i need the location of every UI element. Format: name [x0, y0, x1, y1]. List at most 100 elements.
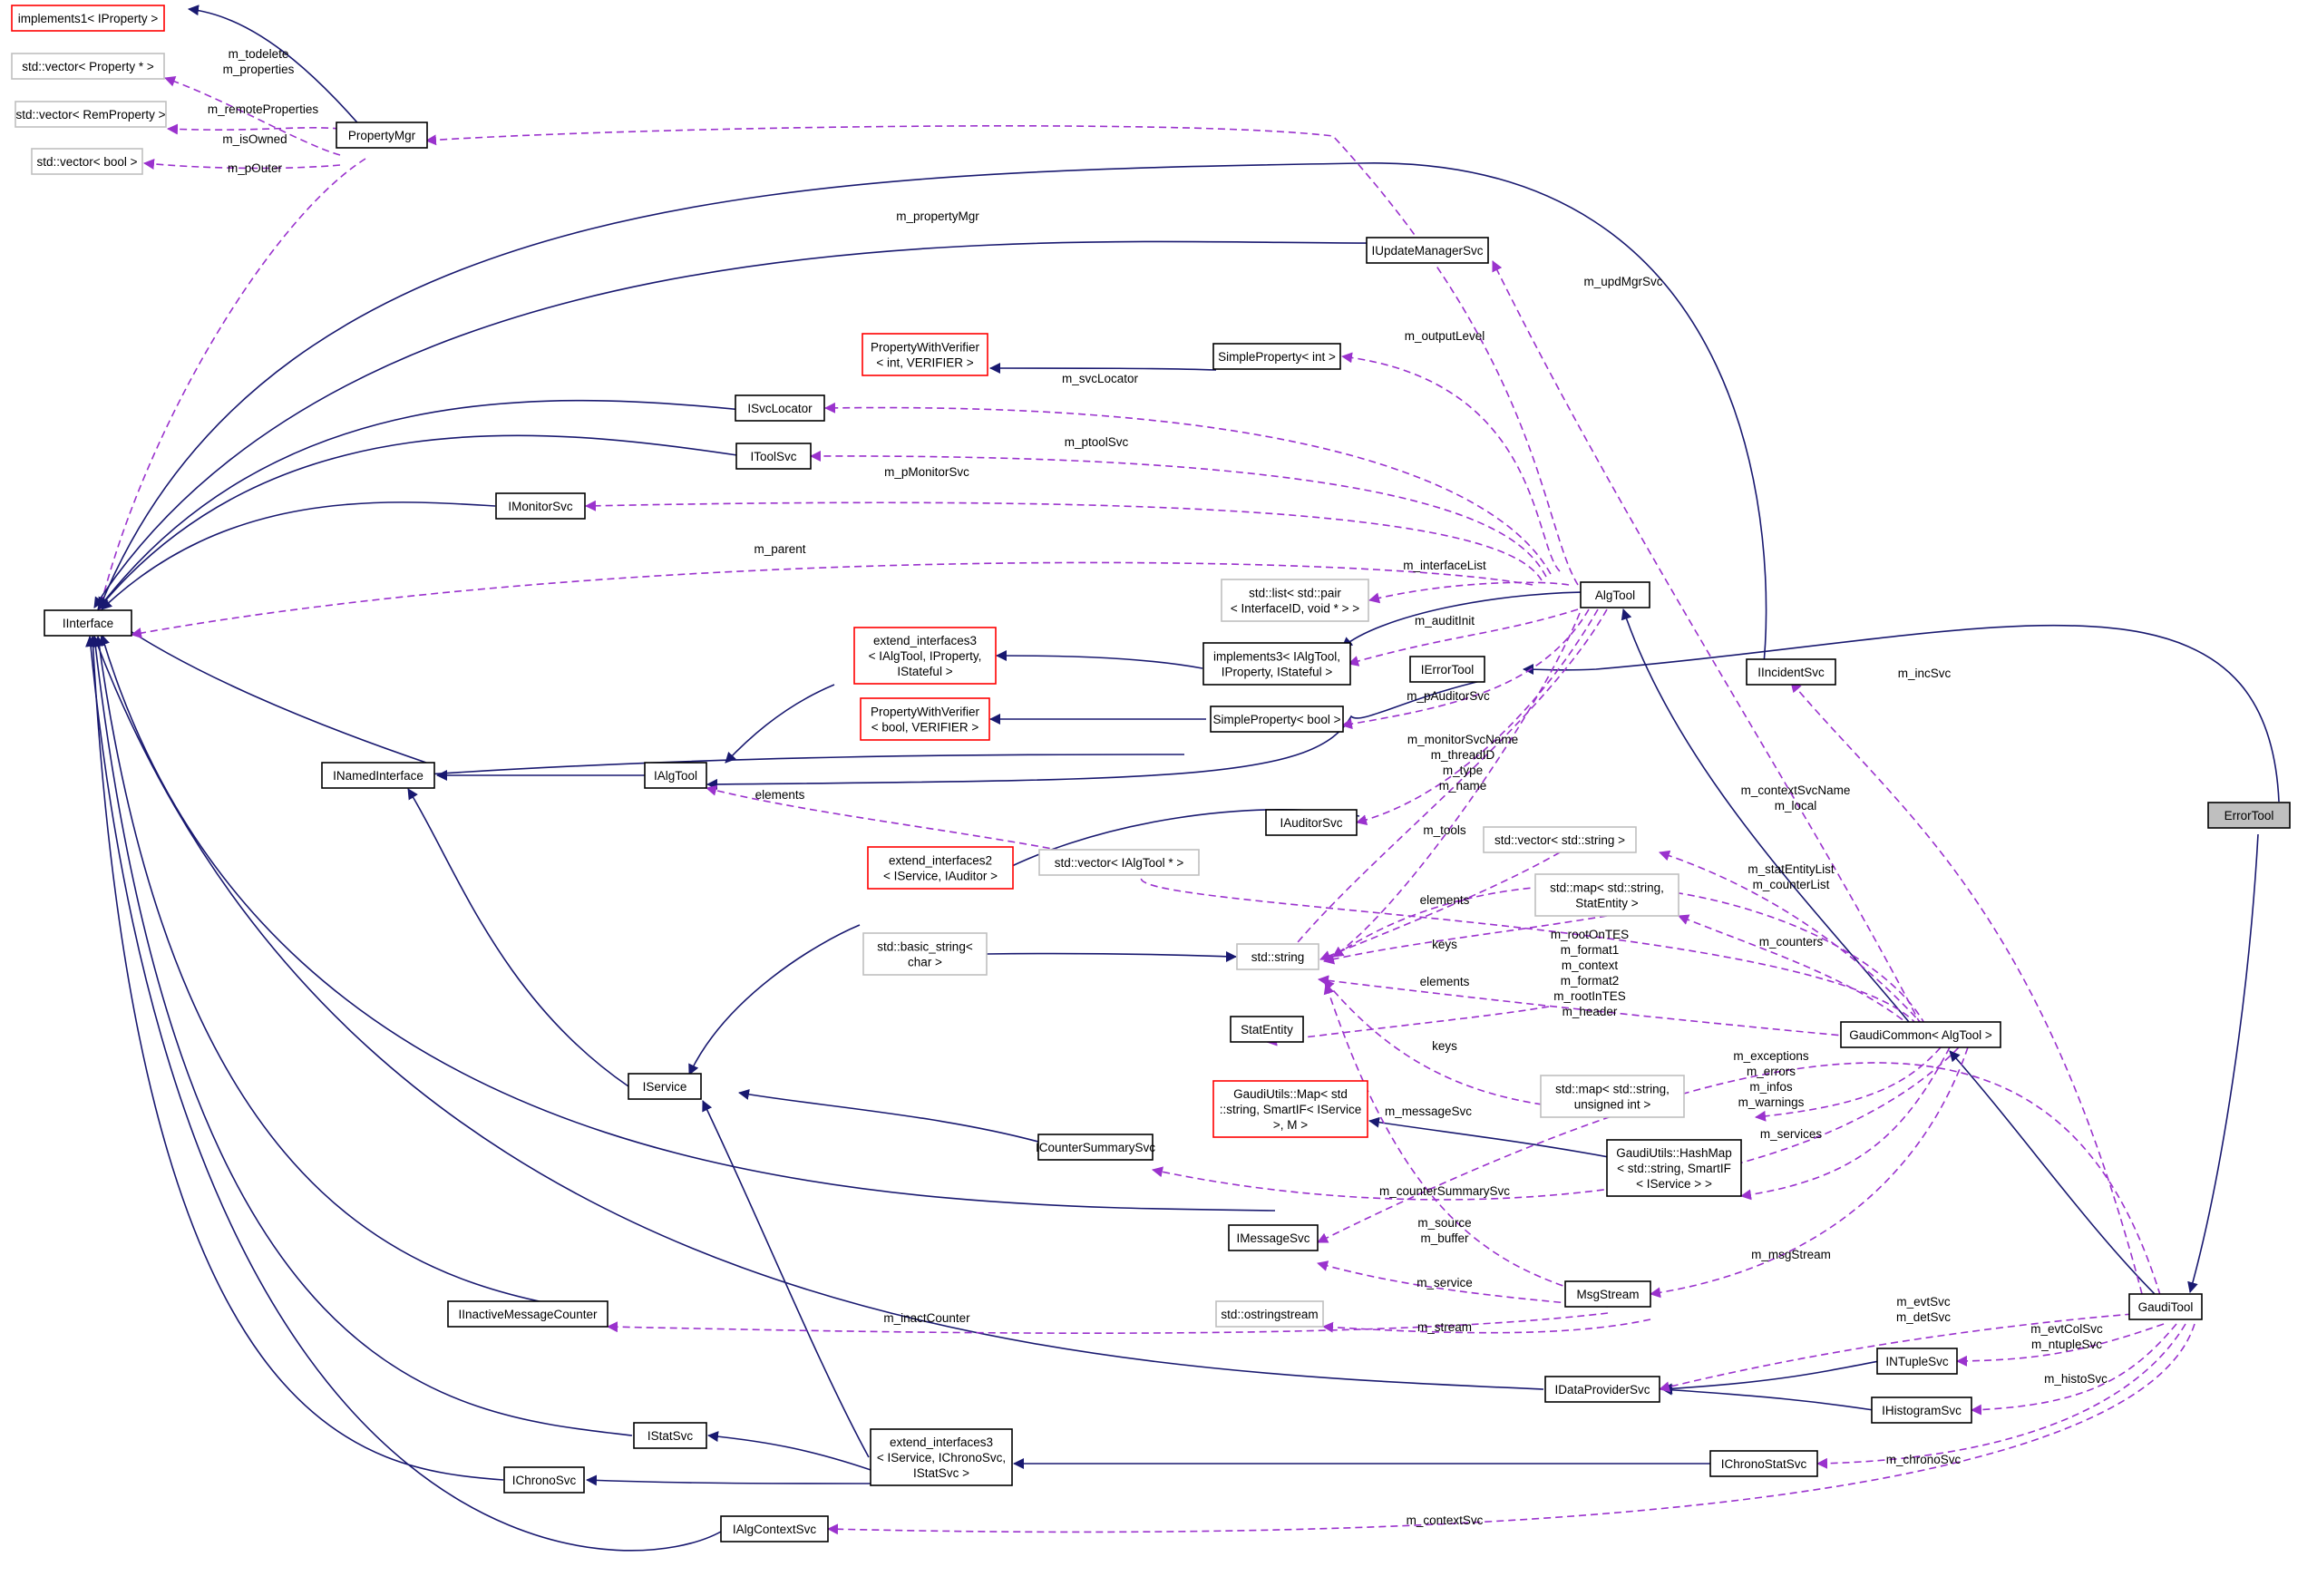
usage-edge — [1790, 681, 2143, 1295]
node-box — [503, 1466, 585, 1494]
node-std-string[interactable]: std::string — [1236, 943, 1319, 970]
inheritance-edge — [1523, 624, 2280, 803]
node-vec-string[interactable]: std::vector< std::string > — [1483, 826, 1637, 853]
node-box — [11, 53, 165, 80]
inheritance-edge — [1661, 1384, 1874, 1411]
node-impl3-ialgtool[interactable]: implements3< IAlgTool,IProperty, IStatef… — [1202, 642, 1351, 686]
edge-label: m_name — [1439, 779, 1487, 793]
usage-edge — [96, 158, 366, 610]
node-box — [1265, 809, 1358, 836]
node-ichronosvc[interactable]: IChronoSvc — [503, 1466, 585, 1494]
edge-label: m_pMonitorSvc — [884, 465, 969, 479]
node-label: < InterfaceID, void * > > — [1231, 602, 1359, 616]
node-box — [2128, 1293, 2203, 1320]
node-label: IInactiveMessageCounter — [458, 1308, 598, 1321]
node-iauditorsvc[interactable]: IAuditorSvc — [1265, 809, 1358, 836]
node-simpleproperty-bool[interactable]: SimpleProperty< bool > — [1210, 706, 1344, 733]
edge-label: m_infos — [1749, 1080, 1793, 1094]
node-ostringstream[interactable]: std::ostringstream — [1215, 1300, 1324, 1328]
node-iinactivemessagecounter[interactable]: IInactiveMessageCounter — [447, 1300, 608, 1328]
node-pwv-int[interactable]: PropertyWithVerifier< int, VERIFIER > — [862, 333, 988, 376]
node-vec-property[interactable]: std::vector< Property * > — [11, 53, 165, 80]
node-basic-string[interactable]: std::basic_string<char > — [862, 932, 988, 976]
node-vec-remproperty[interactable]: std::vector< RemProperty > — [15, 101, 167, 128]
node-propertymgr[interactable]: PropertyMgr — [336, 122, 428, 149]
node-label: ISvcLocator — [747, 402, 813, 415]
inheritance-edge — [707, 1431, 880, 1474]
node-ext-if3-svc[interactable]: extend_interfaces3< IService, IChronoSvc… — [870, 1428, 1013, 1486]
node-ialgcontextsvc[interactable]: IAlgContextSvc — [720, 1515, 829, 1542]
node-label: SimpleProperty< bool > — [1212, 713, 1340, 726]
usage-edge — [1755, 1046, 1942, 1122]
node-algtool[interactable]: AlgTool — [1580, 581, 1650, 608]
edge-label: elements — [1420, 893, 1470, 907]
node-box — [1038, 849, 1200, 876]
node-label: < bool, VERIFIER > — [871, 721, 979, 735]
node-box — [1037, 1134, 1154, 1161]
edge-label: m_properties — [223, 63, 295, 76]
node-vec-ialgtool[interactable]: std::vector< IAlgTool * > — [1038, 849, 1200, 876]
node-ext-if3-algtool[interactable]: extend_interfaces3< IAlgTool, IProperty,… — [853, 627, 997, 685]
node-istatsvc[interactable]: IStatSvc — [633, 1422, 707, 1449]
node-iservice[interactable]: IService — [628, 1073, 702, 1100]
edge-label: m_contextSvc — [1407, 1513, 1484, 1527]
node-icountersummarysvc[interactable]: ICounterSummarySvc — [1036, 1134, 1155, 1161]
inheritance-edge — [986, 950, 1237, 962]
node-list-pair[interactable]: std::list< std::pair< InterfaceID, void … — [1221, 579, 1369, 622]
node-ialgtool[interactable]: IAlgTool — [644, 762, 707, 789]
node-iinterface[interactable]: IInterface — [44, 609, 132, 637]
inheritance-edge — [93, 636, 608, 1315]
node-implements1-iproperty[interactable]: implements1< IProperty > — [11, 5, 165, 32]
node-ext-if2[interactable]: extend_interfaces2< IService, IAuditor > — [867, 846, 1014, 890]
node-ierrortool[interactable]: IErrorTool — [1409, 656, 1485, 683]
node-ihistogramsvc[interactable]: IHistogramSvc — [1871, 1396, 1972, 1424]
node-idataprovidersvc[interactable]: IDataProviderSvc — [1544, 1376, 1660, 1403]
edge-label: m_services — [1760, 1127, 1823, 1141]
node-intuplesvc[interactable]: INTupleSvc — [1876, 1348, 1958, 1375]
node-label: IMessageSvc — [1236, 1231, 1309, 1245]
node-label: IToolSvc — [750, 450, 796, 463]
node-iincidentsvc[interactable]: IIncidentSvc — [1746, 658, 1836, 686]
edge-label: m_ntupleSvc — [2031, 1338, 2102, 1351]
node-errortool[interactable]: ErrorTool — [2207, 802, 2291, 829]
node-box — [1564, 1280, 1651, 1308]
node-itoolsvc[interactable]: IToolSvc — [735, 443, 812, 470]
edge-label: keys — [1432, 1039, 1457, 1053]
node-label: std::map< std::string, — [1555, 1083, 1670, 1096]
node-map-statentity[interactable]: std::map< std::string,StatEntity > — [1534, 873, 1679, 917]
node-imonitorsvc[interactable]: IMonitorSvc — [495, 492, 586, 520]
edge-label: m_remoteProperties — [208, 102, 319, 116]
node-gaudiutils-map[interactable]: GaudiUtils::Map< std::string, SmartIF< I… — [1212, 1080, 1368, 1138]
node-gauditool[interactable]: GaudiTool — [2128, 1293, 2203, 1320]
node-box — [2207, 802, 2291, 829]
node-msgstream[interactable]: MsgStream — [1564, 1280, 1651, 1308]
edge-label: m_source — [1417, 1216, 1471, 1230]
node-label: std::vector< Property * > — [22, 60, 154, 73]
node-label: < IService, IAuditor > — [883, 870, 998, 883]
node-box — [870, 1428, 1013, 1486]
node-hashmap[interactable]: GaudiUtils::HashMap< std::string, SmartI… — [1606, 1139, 1742, 1197]
node-imessagesvc[interactable]: IMessageSvc — [1228, 1224, 1319, 1251]
edge-label: m_format1 — [1561, 943, 1620, 957]
node-ichronostatsvc[interactable]: IChronoStatSvc — [1709, 1450, 1818, 1477]
node-statentity[interactable]: StatEntity — [1230, 1016, 1304, 1043]
node-pwv-bool[interactable]: PropertyWithVerifier< bool, VERIFIER > — [860, 697, 990, 741]
node-isvclocator[interactable]: ISvcLocator — [735, 394, 825, 422]
node-label: StatEntity > — [1575, 897, 1639, 910]
node-box — [720, 1515, 829, 1542]
usage-edge — [1356, 608, 1599, 826]
edge-label: m_context — [1562, 959, 1619, 972]
node-iupdatemanagersvc[interactable]: IUpdateManagerSvc — [1366, 237, 1489, 264]
edge-label: m_rootOnTES — [1551, 928, 1629, 941]
node-gaudicommon[interactable]: GaudiCommon< AlgTool > — [1840, 1021, 2001, 1048]
inheritance-edge — [98, 162, 1767, 673]
node-map-unsigned[interactable]: std::map< std::string,unsigned int > — [1540, 1075, 1685, 1118]
node-label: IChronoStatSvc — [1721, 1457, 1807, 1471]
node-inamedinterface[interactable]: INamedInterface — [321, 762, 435, 789]
node-label: < int, VERIFIER > — [876, 356, 973, 370]
edge-label: m_evtSvc — [1896, 1295, 1951, 1309]
node-box — [1228, 1224, 1319, 1251]
node-vec-bool[interactable]: std::vector< bool > — [31, 148, 143, 175]
edge-label: m_pOuter — [228, 161, 283, 175]
node-simpleproperty-int[interactable]: SimpleProperty< int > — [1212, 343, 1341, 370]
